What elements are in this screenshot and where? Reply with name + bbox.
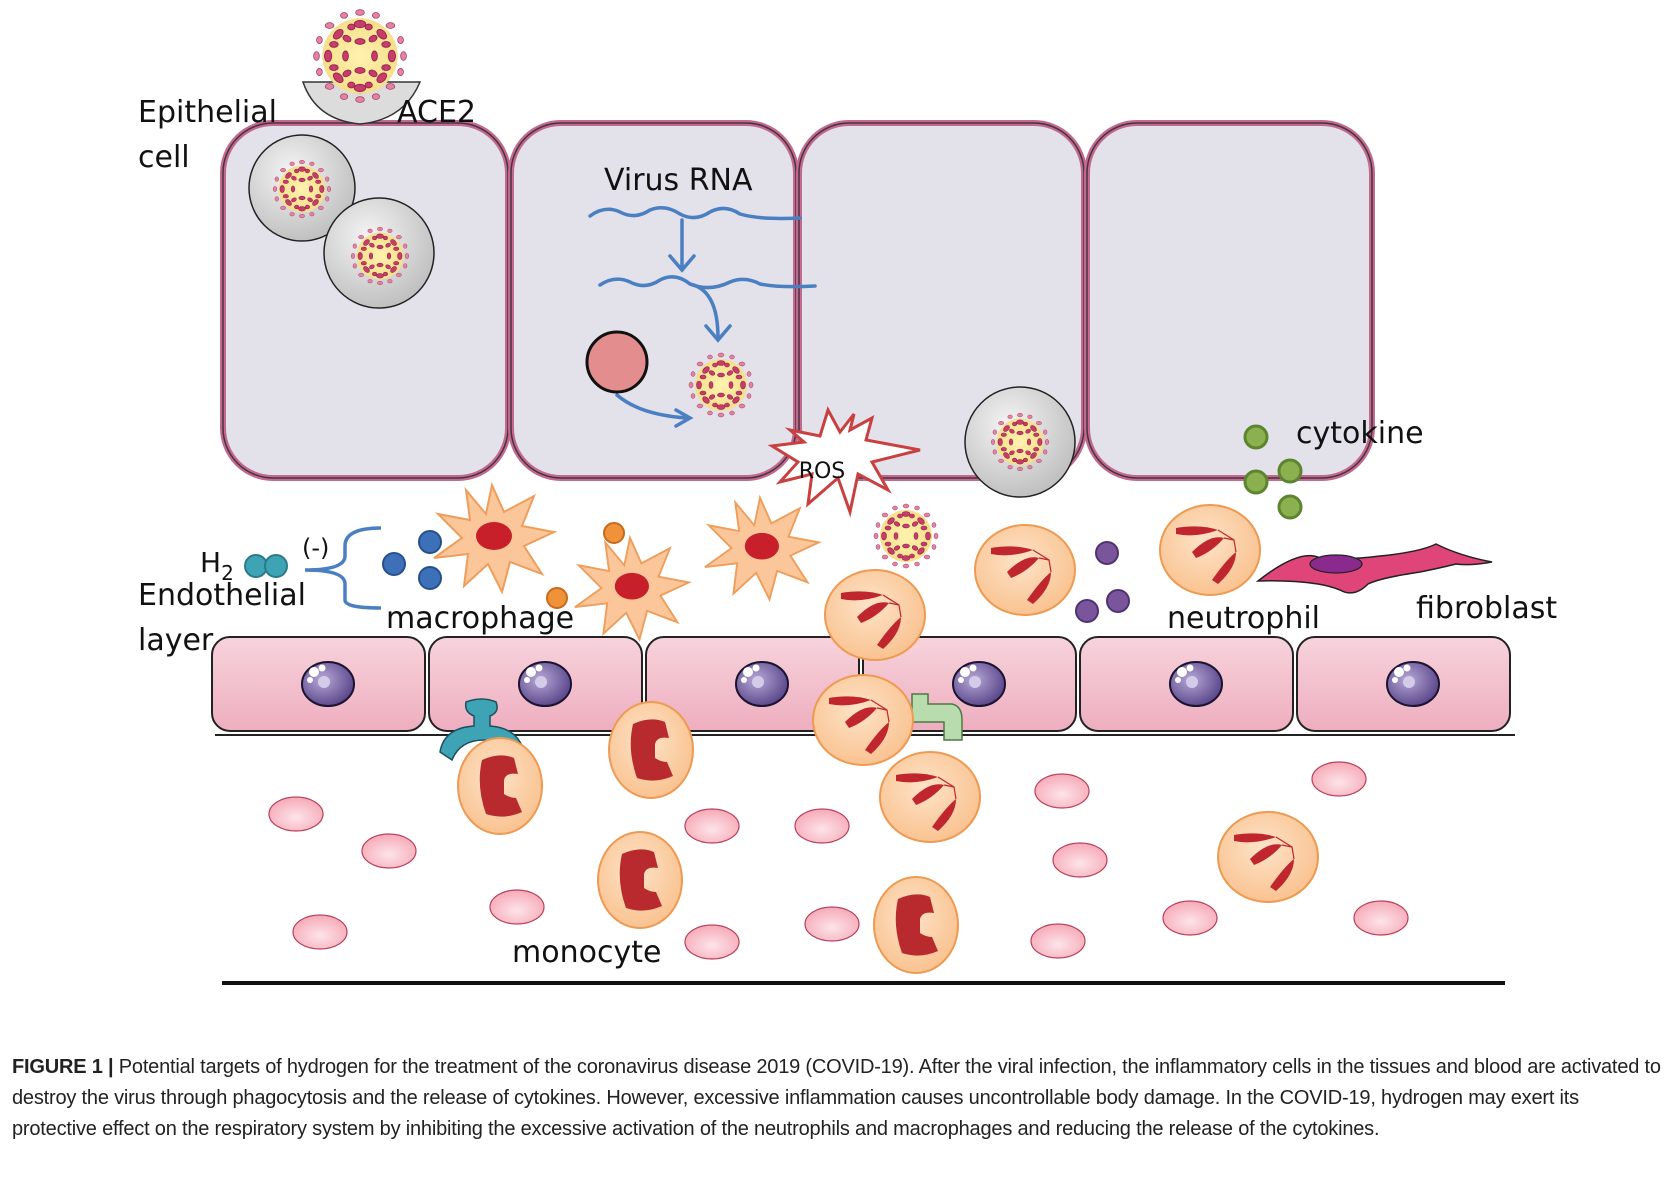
label-epithelial-cell-line1: Epithelial xyxy=(138,95,277,130)
covid-hydrogen-figure: ROS xyxy=(138,9,1557,985)
fibroblast-cell xyxy=(1255,543,1493,594)
neutrophil-6 xyxy=(1217,811,1319,903)
neutrophil-4 xyxy=(812,674,914,766)
caption-text: Potential targets of hydrogen for the tr… xyxy=(12,1056,1661,1140)
label-fibroblast: fibroblast xyxy=(1416,591,1557,626)
monocyte-3 xyxy=(597,831,683,929)
label-virus-rna: Virus RNA xyxy=(604,163,753,198)
macrophage-2 xyxy=(573,536,690,641)
figure-caption: FIGURE 1 | Potential targets of hydrogen… xyxy=(12,1052,1662,1145)
label-h2: H2 xyxy=(200,546,234,585)
label-cytokine: cytokine xyxy=(1296,416,1424,451)
ribosome xyxy=(585,330,649,394)
neutrophil-1 xyxy=(974,524,1076,616)
macrophage-1 xyxy=(433,484,555,593)
endothelial-layer xyxy=(211,636,1515,736)
virus-at-ace2 xyxy=(313,9,407,103)
label-macrophage: macrophage xyxy=(386,601,574,636)
h2-molecule xyxy=(244,554,288,578)
new-virion xyxy=(688,352,754,418)
label-h2-subscript: 2 xyxy=(221,561,234,585)
label-epithelial-cell-line2: cell xyxy=(138,140,190,175)
monocyte-1 xyxy=(457,737,543,835)
free-virion xyxy=(873,503,939,569)
orange-particles xyxy=(546,522,625,609)
figure-number: FIGURE 1 | xyxy=(12,1056,114,1078)
purple-particles xyxy=(1075,541,1130,623)
monocyte-2 xyxy=(608,701,694,799)
vesicle-3 xyxy=(964,386,1076,498)
label-endothelial-line2: layer xyxy=(138,623,214,658)
label-endothelial-line1: Endothelial xyxy=(138,578,306,613)
neutrophil-3 xyxy=(824,569,926,661)
label-neutrophil: neutrophil xyxy=(1167,601,1320,636)
label-monocyte: monocyte xyxy=(512,935,661,970)
label-h2-symbol: H xyxy=(200,546,221,579)
neutrophil-5 xyxy=(879,751,981,843)
vesicle-2 xyxy=(323,197,435,309)
ros-label: ROS xyxy=(799,459,846,484)
vesicle-1 xyxy=(248,134,356,242)
adhesion-receptor-green xyxy=(911,693,963,741)
neutrophil-2 xyxy=(1159,504,1261,596)
virus-rna-strands xyxy=(588,206,817,428)
blue-cytokines xyxy=(382,530,442,590)
macrophage-3 xyxy=(703,496,820,601)
label-inhibition: (-) xyxy=(302,534,329,562)
ros-burst: ROS xyxy=(767,406,921,518)
inhibition-bracket xyxy=(304,526,382,610)
cytokine-particles xyxy=(1243,424,1303,520)
monocyte-4 xyxy=(873,876,959,974)
label-ace2: ACE2 xyxy=(397,95,476,130)
